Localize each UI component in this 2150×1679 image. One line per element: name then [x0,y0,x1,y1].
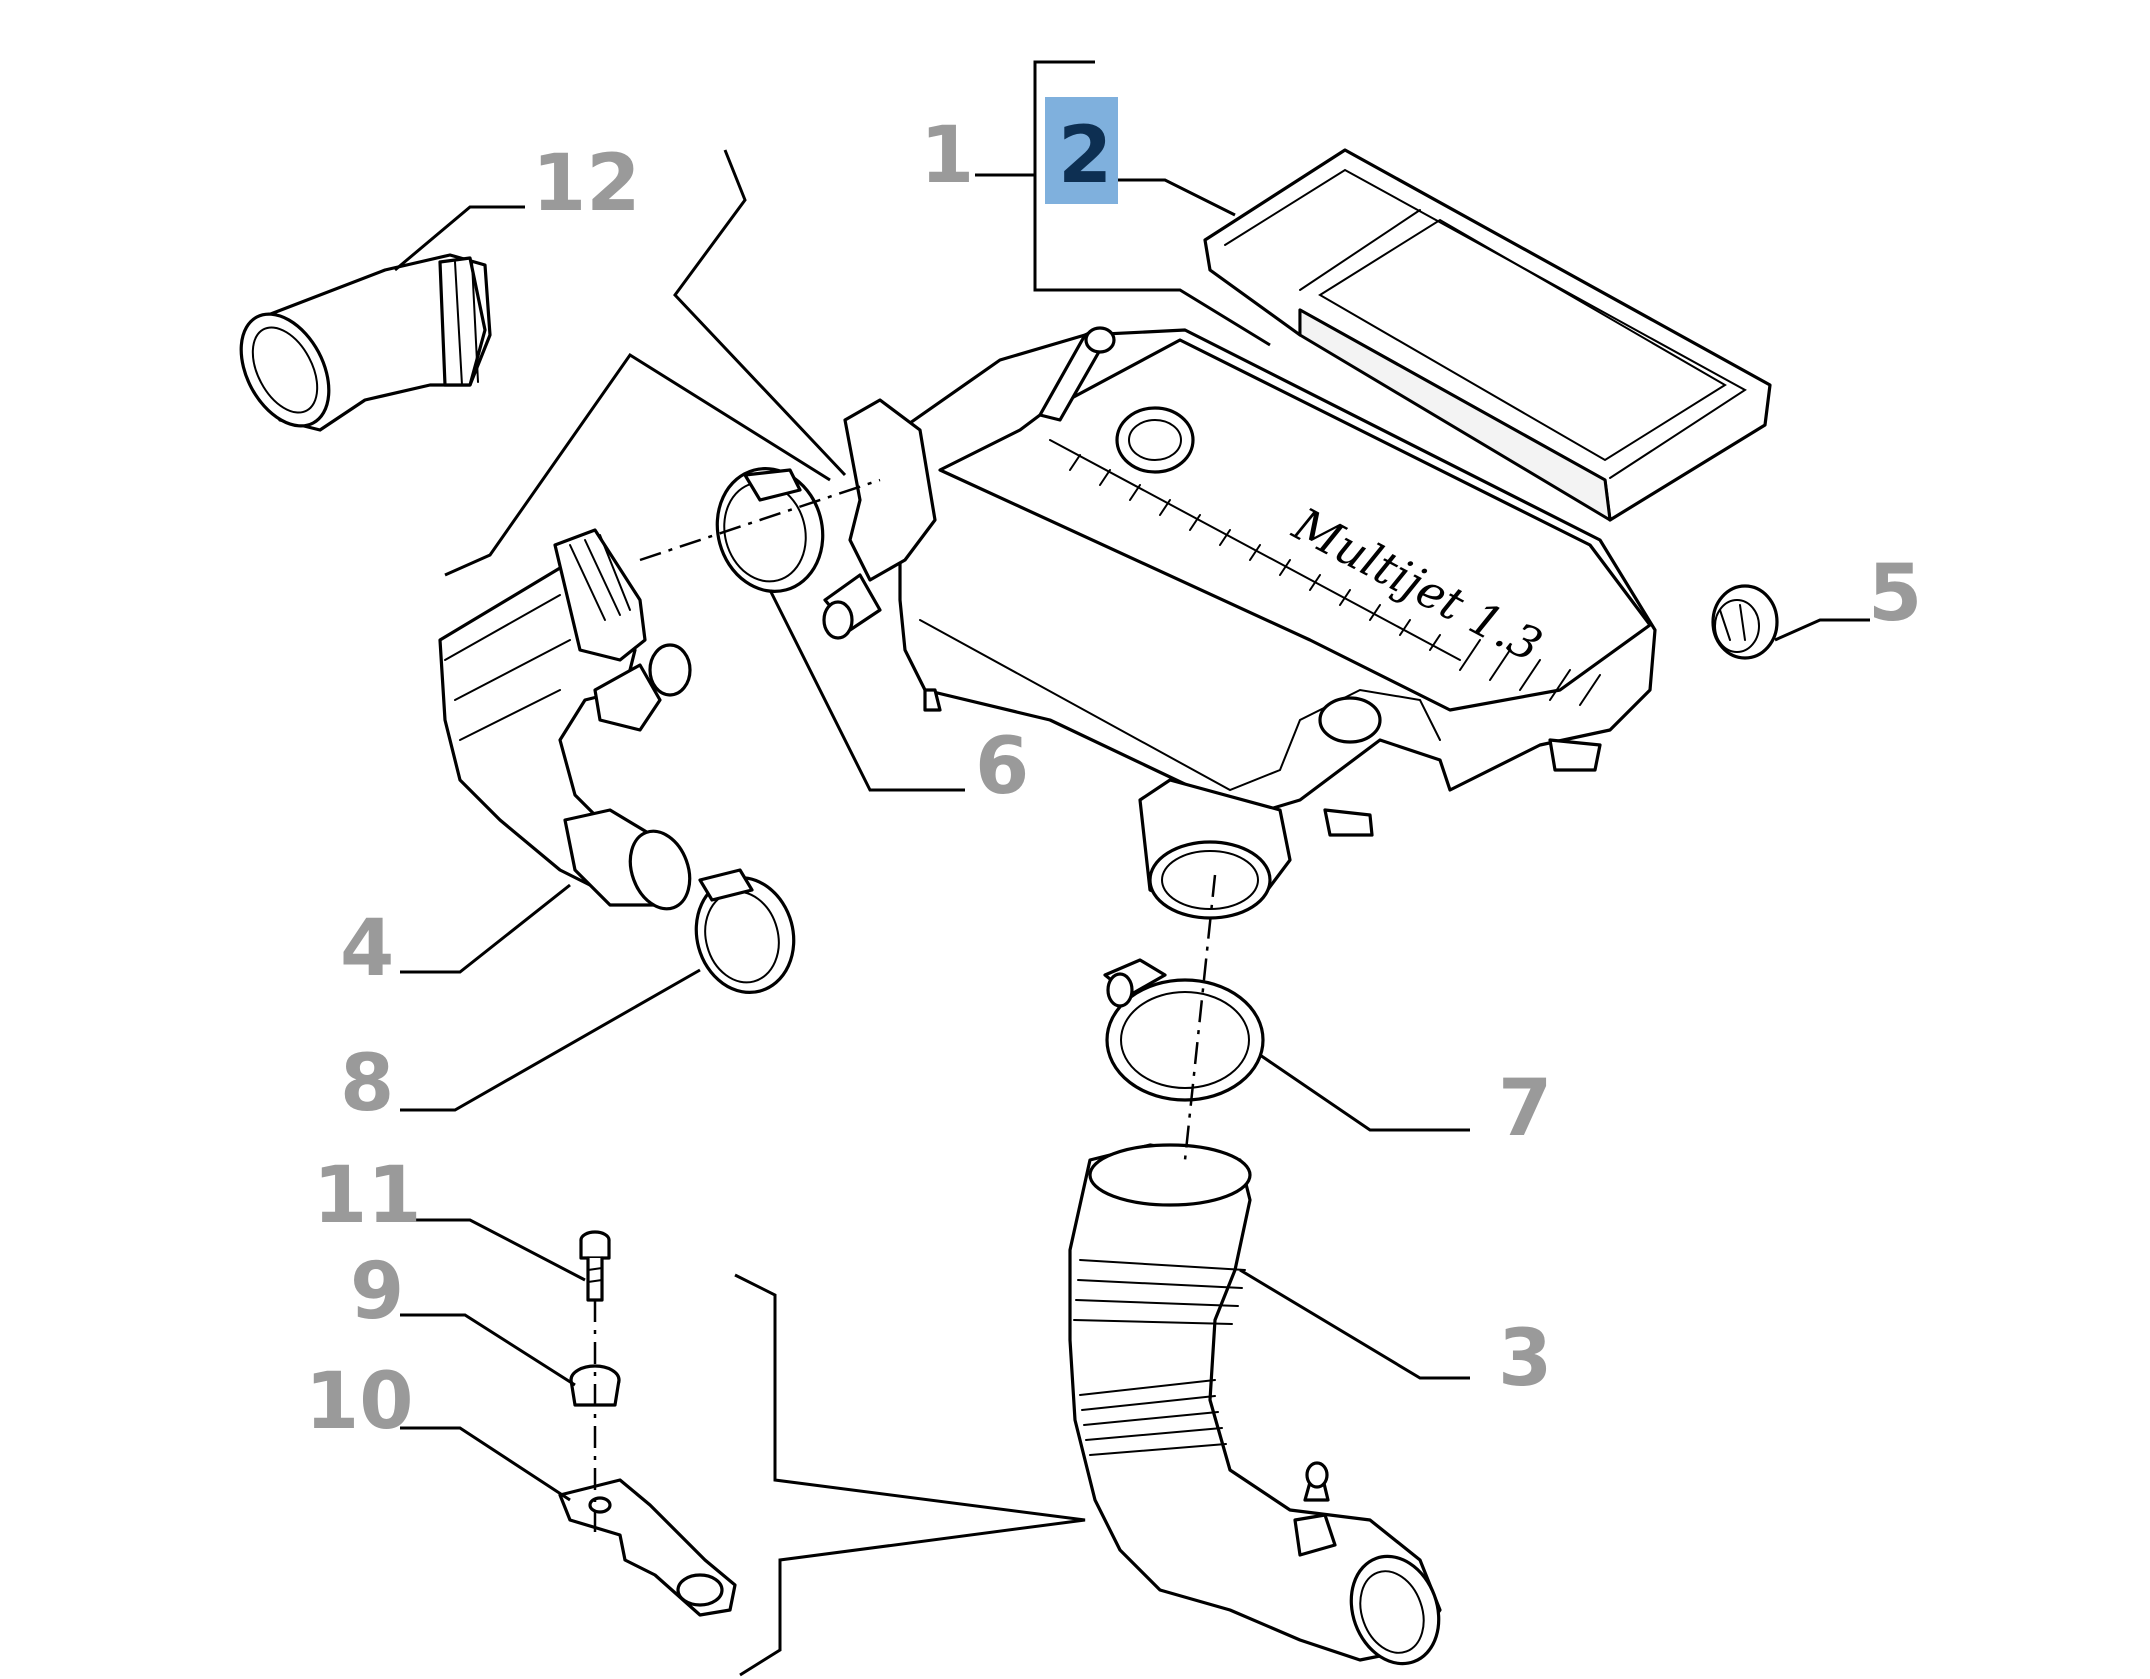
mounting-bracket[interactable] [558,1478,737,1617]
callout-8: 8 [340,1039,394,1129]
callout-11: 11 [313,1151,422,1241]
callout-1: 1 [920,111,974,201]
callout-12: 12 [532,139,641,229]
callout-10: 10 [305,1357,414,1447]
callout-labels: 1 2 3 4 5 6 7 8 9 10 11 12 [305,97,1922,1447]
hose-clamp-7[interactable] [1103,958,1265,1102]
intake-duct-with-sensor[interactable] [438,528,700,917]
grommet[interactable] [1711,584,1779,660]
callout-2: 2 [1058,111,1112,201]
assembly-axis-lines [593,478,1217,1540]
callout-9: 9 [350,1247,404,1337]
lower-corrugated-duct[interactable] [1068,1143,1453,1676]
callout-2-highlight [1045,97,1118,204]
elbow-hose[interactable] [223,253,492,441]
hose-clamp-8[interactable] [684,867,807,1004]
bolt[interactable] [579,1230,611,1302]
callout-4: 4 [340,904,394,994]
air-filter-housing[interactable]: Multijet 1.3 [822,326,1657,920]
callout-3: 3 [1498,1314,1552,1404]
leader-lines [394,178,1870,1502]
callout-7: 7 [1498,1064,1552,1154]
callout-5: 5 [1868,549,1922,639]
group-bracket-lines [444,60,1271,1677]
callout-6: 6 [975,722,1029,812]
air-filter-element[interactable] [1203,148,1772,522]
hose-clamp-6[interactable] [704,457,837,604]
